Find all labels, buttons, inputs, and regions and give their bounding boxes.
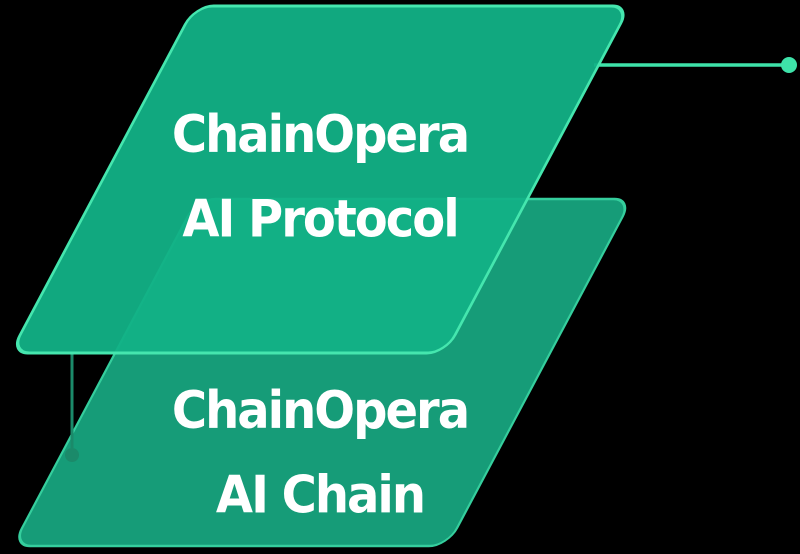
ai-protocol-card-shape (15, 4, 625, 355)
left-connector-dot (65, 448, 79, 462)
right-connector-dot (781, 57, 797, 73)
